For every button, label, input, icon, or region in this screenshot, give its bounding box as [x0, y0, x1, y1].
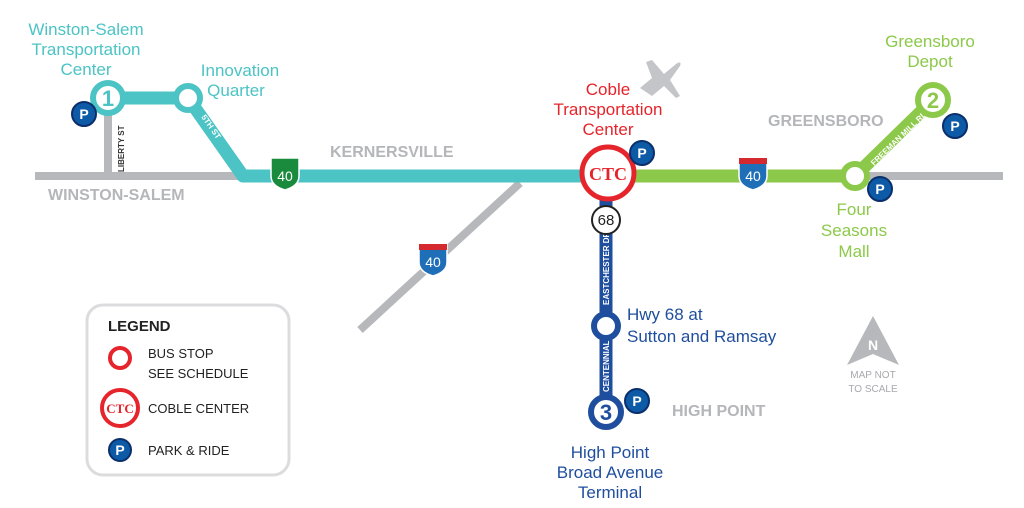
svg-text:P: P — [875, 181, 884, 197]
airplane-icon — [640, 60, 681, 98]
park-and-ride-icon: P — [624, 388, 650, 414]
stop-3-high-point[interactable]: 3 — [588, 394, 624, 430]
svg-text:P: P — [637, 145, 646, 161]
svg-text:Four: Four — [837, 200, 872, 219]
svg-text:P: P — [632, 393, 641, 409]
map-scale-note: MAP NOT — [850, 370, 895, 381]
svg-text:High Point: High Point — [571, 443, 650, 462]
svg-text:Transportation: Transportation — [32, 40, 141, 59]
svg-text:Mall: Mall — [838, 242, 869, 261]
stop-1-winston-salem[interactable]: 1 — [90, 80, 126, 116]
city-label-high-point: HIGH POINT — [672, 403, 766, 420]
park-and-ride-icon: P — [71, 101, 97, 127]
legend-bus-stop-icon — [108, 346, 132, 370]
stop-label-four-seasons: Four Seasons Mall — [821, 200, 887, 261]
svg-text:2: 2 — [927, 88, 939, 113]
stop-label-ctc: Coble Transportation Center — [554, 80, 663, 139]
svg-text:Terminal: Terminal — [578, 483, 642, 502]
svg-text:Quarter: Quarter — [207, 81, 265, 100]
street-label-liberty: LIBERTY ST — [117, 125, 126, 172]
svg-text:40: 40 — [745, 168, 761, 184]
svg-text:1: 1 — [102, 86, 114, 111]
stop-label-innovation-quarter: Innovation Quarter — [201, 61, 279, 100]
svg-text:CTC: CTC — [589, 164, 627, 184]
svg-text:3: 3 — [600, 400, 612, 425]
svg-text:Depot: Depot — [907, 52, 953, 71]
svg-text:Center: Center — [60, 60, 111, 79]
svg-text:68: 68 — [598, 212, 615, 229]
city-label-kernersville: KERNERSVILLE — [330, 144, 454, 161]
svg-text:40: 40 — [277, 168, 293, 184]
route-1-line[interactable] — [108, 91, 608, 183]
interstate-40-shield: 40 — [738, 157, 768, 191]
street-label-eastchester: EASTCHESTER DR — [602, 231, 611, 305]
stop-ctc[interactable]: CTC — [579, 144, 637, 202]
stop-2-greensboro[interactable]: 2 — [915, 82, 951, 118]
stop-innovation-quarter[interactable] — [173, 83, 203, 113]
north-arrow-icon: N MAP NOT TO SCALE — [847, 316, 899, 395]
stop-label-greensboro-depot: Greensboro Depot — [885, 32, 975, 71]
legend-title: LEGEND — [108, 318, 171, 335]
legend-bus-stop-label: BUS STOP — [148, 346, 214, 361]
city-label-winston-salem: WINSTON-SALEM — [48, 187, 185, 204]
legend-coble-label: COBLE CENTER — [148, 401, 249, 416]
svg-text:Greensboro: Greensboro — [885, 32, 975, 51]
legend-see-schedule-label: SEE SCHEDULE — [148, 366, 249, 381]
svg-text:CTC: CTC — [106, 401, 133, 416]
svg-text:Innovation: Innovation — [201, 61, 279, 80]
svg-text:N: N — [868, 337, 878, 353]
interstate-40-shield: 40 — [270, 157, 300, 191]
legend-park-icon — [108, 438, 132, 462]
stop-hwy-68[interactable] — [591, 311, 621, 341]
svg-text:P: P — [79, 106, 88, 122]
legend-park-label: PARK & RIDE — [148, 443, 230, 458]
svg-text:Hwy 68 at: Hwy 68 at — [627, 305, 703, 324]
svg-text:TO SCALE: TO SCALE — [848, 384, 898, 395]
svg-text:Seasons: Seasons — [821, 221, 887, 240]
stop-label-high-point: High Point Broad Avenue Terminal — [557, 443, 664, 502]
svg-text:Broad Avenue: Broad Avenue — [557, 463, 664, 482]
svg-text:P: P — [115, 442, 124, 458]
stop-four-seasons-mall[interactable] — [840, 161, 870, 191]
svg-text:Center: Center — [582, 120, 633, 139]
svg-text:Transportation: Transportation — [554, 100, 663, 119]
svg-text:Winston-Salem: Winston-Salem — [28, 20, 143, 39]
park-and-ride-icon: P — [867, 176, 893, 202]
park-and-ride-icon: P — [942, 113, 968, 139]
stop-label-winston-salem: Winston-Salem Transportation Center — [28, 20, 143, 79]
nc-68-shield: 68 — [591, 205, 621, 235]
svg-text:Sutton and Ramsay: Sutton and Ramsay — [627, 327, 777, 346]
park-and-ride-icon: P — [629, 140, 655, 166]
street-label-centennial: CENTENNIAL — [602, 340, 611, 392]
legend: LEGEND BUS STOP SEE SCHEDULE CTC COBLE C… — [85, 303, 291, 477]
legend-ctc-icon — [100, 388, 140, 428]
city-label-greensboro: GREENSBORO — [768, 113, 884, 130]
svg-text:P: P — [950, 118, 959, 134]
svg-text:Coble: Coble — [586, 80, 630, 99]
interstate-40-shield: 40 — [418, 243, 448, 277]
stop-label-hwy-68: Hwy 68 at Sutton and Ramsay — [627, 305, 777, 346]
svg-text:40: 40 — [425, 254, 441, 270]
